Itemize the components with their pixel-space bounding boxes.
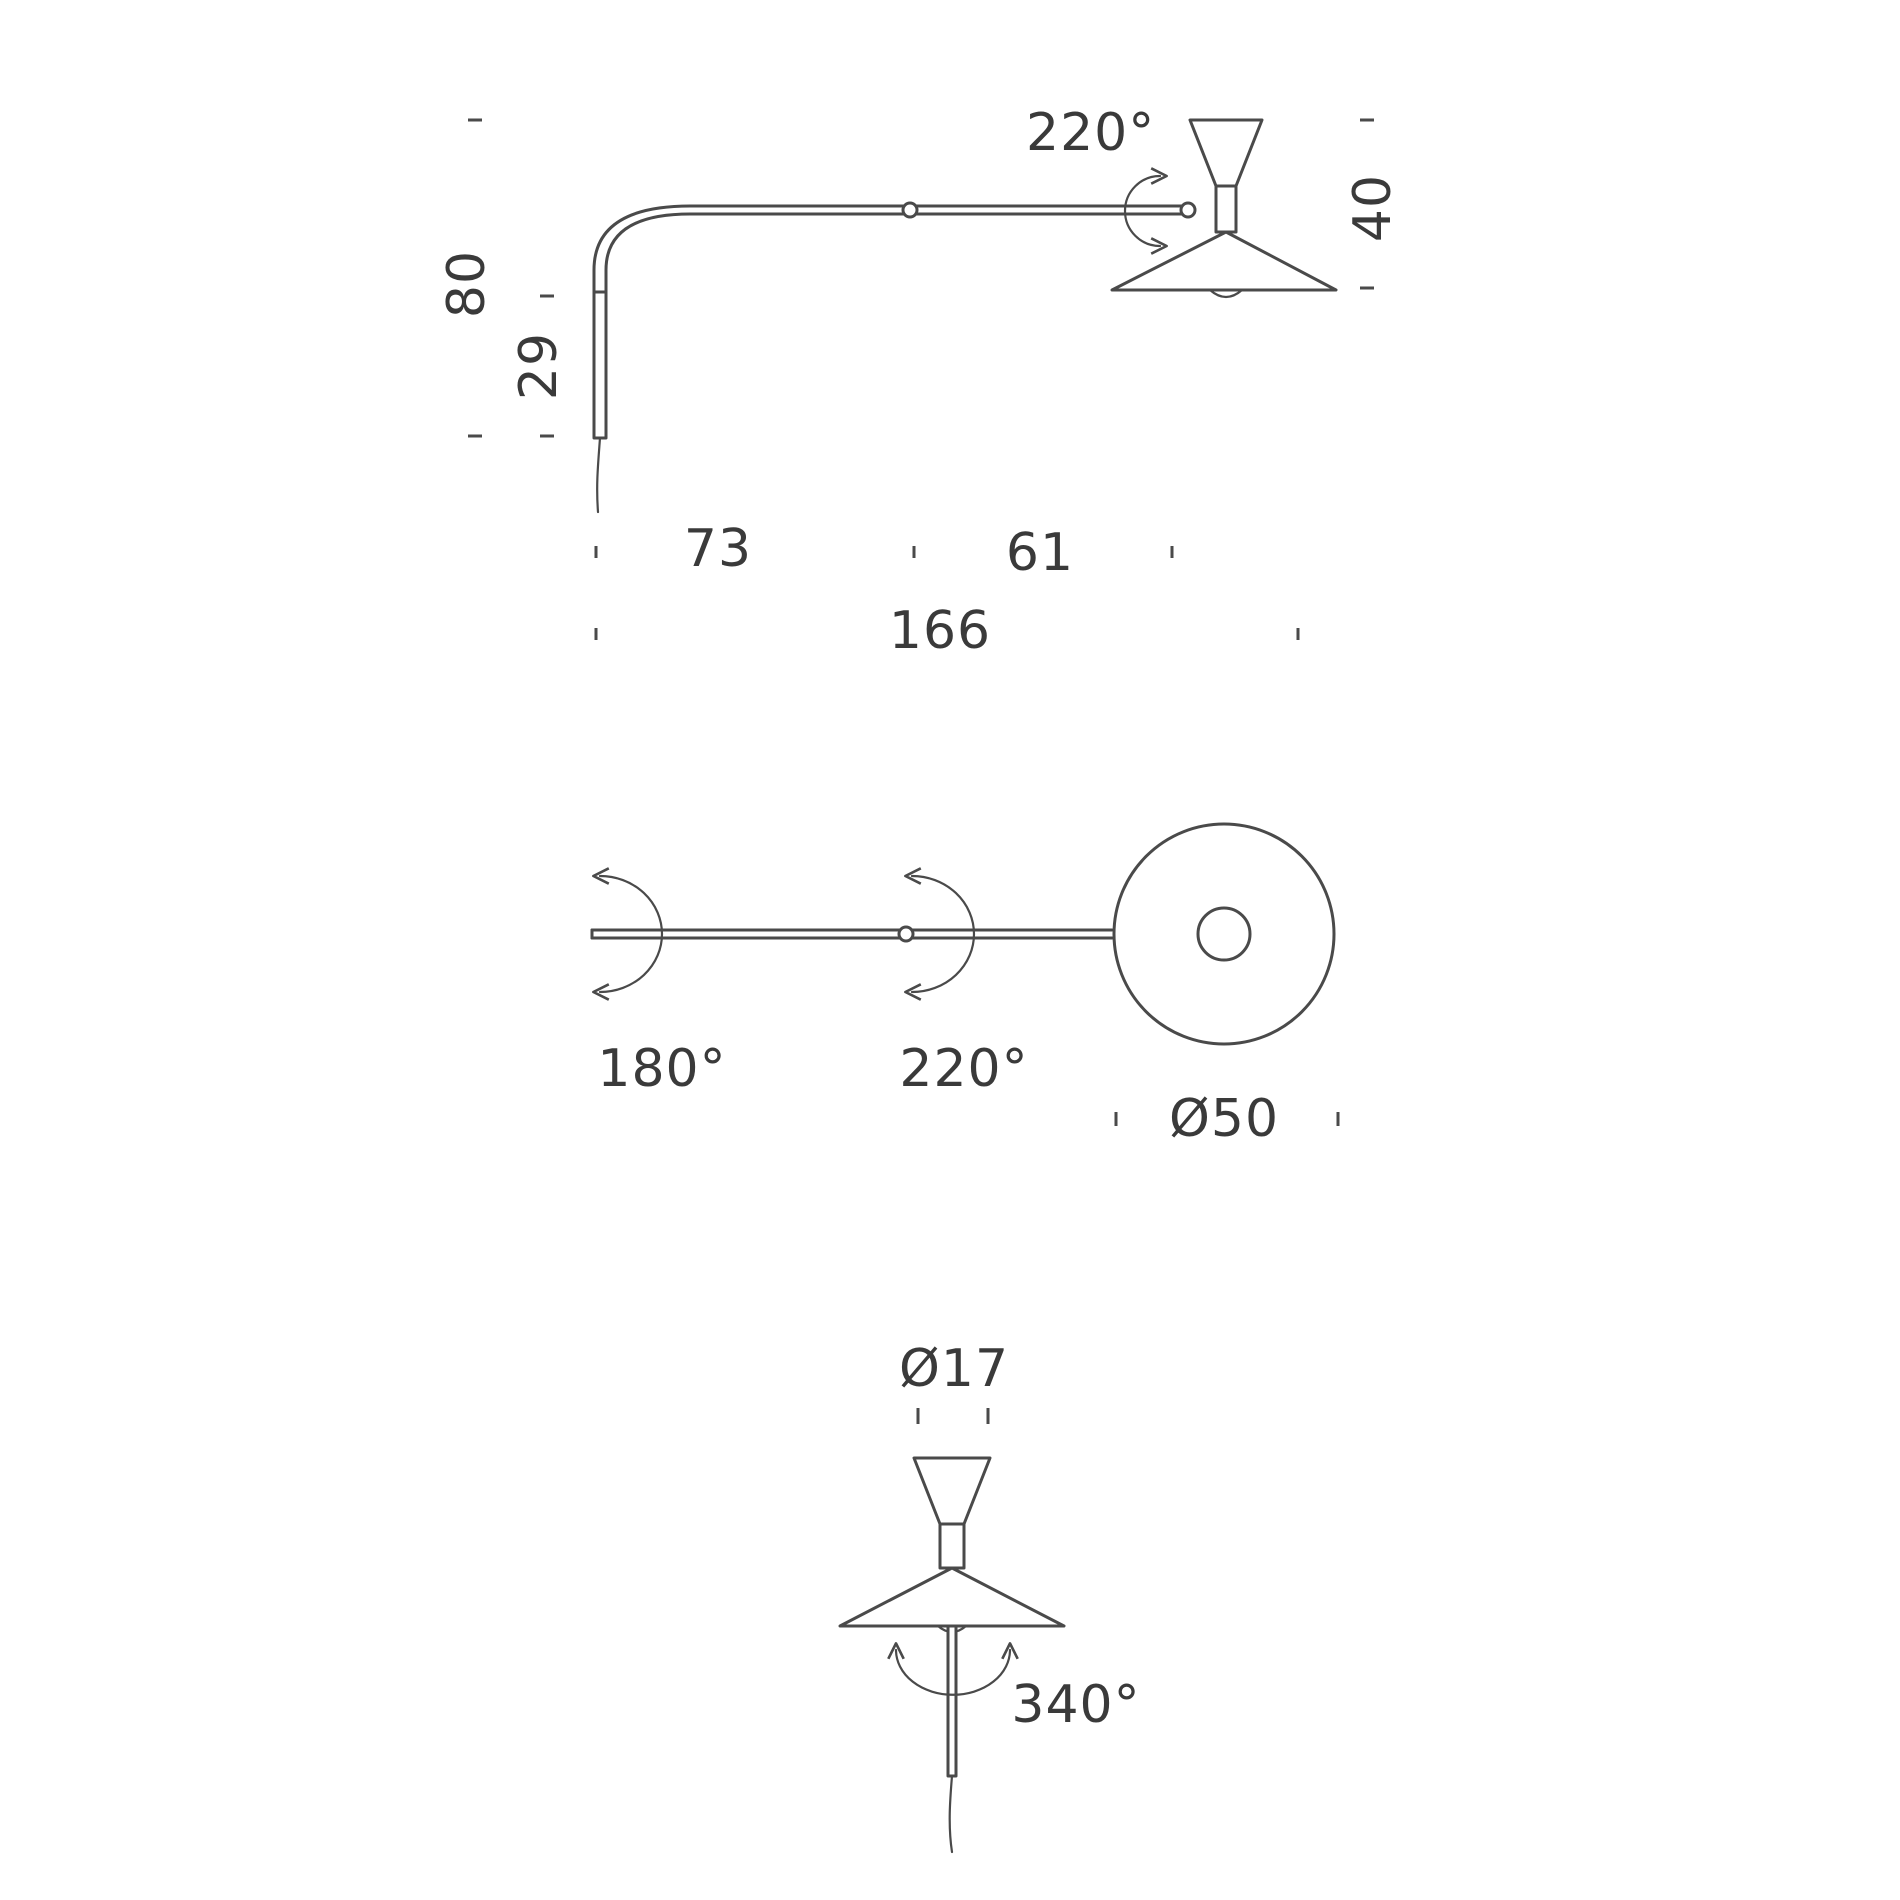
front-cable	[948, 1774, 954, 1854]
arm-length-1-label: 73	[684, 519, 752, 579]
head-diameter-label: Ø17	[899, 1339, 1009, 1399]
lamp-neck	[1214, 184, 1238, 234]
arm-joint	[901, 201, 919, 219]
front-reflector-top	[912, 1456, 992, 1526]
arm-length-2-label: 61	[1006, 523, 1074, 583]
height-overall-label: 80	[437, 250, 497, 318]
wall-mount-plate	[592, 290, 608, 440]
arm-curve-inner	[604, 212, 692, 294]
shade-diameter-label: Ø50	[1169, 1089, 1279, 1149]
front-shade	[838, 1566, 1066, 1628]
top-view: 180° 220° Ø50	[590, 822, 1340, 1149]
lamp-reflector-top	[1188, 118, 1264, 188]
rotation-arrow-wall	[592, 867, 664, 1001]
shade-top-center	[1196, 906, 1252, 962]
rotation-arrow-joint	[904, 867, 976, 1001]
joint-rotation-label: 220°	[899, 1039, 1028, 1099]
lamp-bulb-side	[1208, 288, 1244, 299]
top-arm-joint	[897, 925, 915, 943]
head-rotation-label: 340°	[1011, 1675, 1140, 1735]
side-view: 220° 80 29 40 73 61 166	[437, 103, 1403, 661]
front-stem	[946, 1624, 958, 1778]
side-rotation-label: 220°	[1026, 103, 1155, 163]
height-shade-label: 40	[1343, 174, 1403, 242]
rotation-arrow-head	[887, 1642, 1019, 1696]
wall-rotation-label: 180°	[597, 1039, 726, 1099]
arm-curve	[592, 204, 692, 294]
height-mount-label: 29	[509, 332, 569, 400]
head-joint	[1179, 201, 1197, 219]
front-neck	[938, 1522, 966, 1570]
rotation-arrow-side	[1123, 167, 1168, 255]
power-cable	[596, 436, 602, 514]
lamp-shade	[1110, 230, 1338, 292]
total-length-label: 166	[889, 601, 991, 661]
front-view: Ø17 340°	[838, 1339, 1140, 1854]
